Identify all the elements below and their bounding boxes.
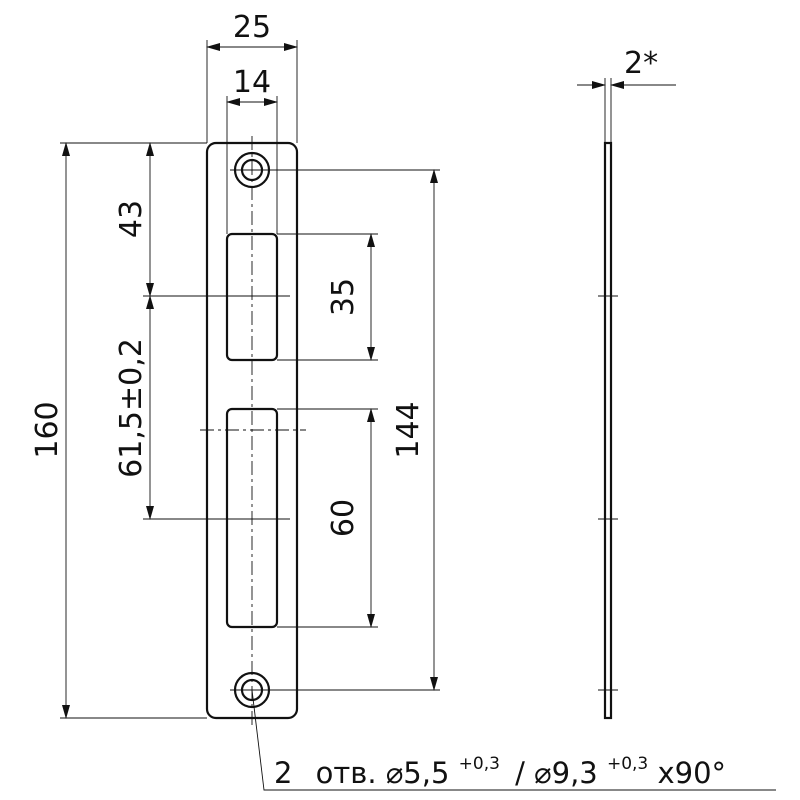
dim-label-144: 144 — [391, 401, 426, 458]
hole-abbrev: отв. — [316, 756, 377, 790]
hole-count: 2 — [274, 756, 292, 790]
dim-label-14: 14 — [233, 65, 271, 100]
hole-separator: / — [515, 756, 525, 790]
dim-upper-slot-length: 35 — [277, 233, 378, 361]
hole-d1-tol: +0,3 — [459, 754, 500, 774]
hole-suffix: x90° — [657, 756, 726, 790]
hole-d2: ⌀9,3 — [534, 756, 598, 790]
hole-note-text: 2 отв. ⌀5,5 +0,3 / ⌀9,3 +0,3 x90° — [274, 742, 726, 790]
hole-note: 2 отв. ⌀5,5 +0,3 / ⌀9,3 +0,3 x90° — [251, 689, 776, 791]
dim-label-2: 2* — [624, 46, 658, 81]
leader-line — [251, 689, 776, 791]
dim-label-35: 35 — [326, 278, 361, 316]
side-view — [598, 141, 618, 720]
dim-label-43: 43 — [114, 200, 149, 238]
dim-overall-width: 25 — [206, 10, 298, 143]
dim-label-61-5: 61,5±0,2 — [114, 338, 149, 478]
hole-d2-tol: +0,3 — [607, 754, 648, 774]
plate-side-profile — [603, 141, 613, 720]
upper-slot — [225, 232, 279, 362]
front-view — [200, 136, 306, 728]
dim-overall-length: 160 — [30, 142, 207, 719]
dim-top-offset: 43 — [114, 142, 290, 297]
dim-thickness: 2* — [577, 46, 676, 143]
lower-slot — [225, 407, 279, 629]
dim-hole-spacing: 144 — [269, 169, 440, 691]
dim-slot-width: 14 — [226, 65, 278, 234]
dim-slot-spacing: 61,5±0,2 — [114, 295, 290, 520]
hole-d1: ⌀5,5 — [386, 756, 450, 790]
dim-label-25: 25 — [233, 10, 271, 45]
dim-label-160: 160 — [30, 401, 65, 458]
dim-lower-slot-length: 60 — [277, 408, 378, 628]
dim-label-60: 60 — [326, 499, 361, 537]
